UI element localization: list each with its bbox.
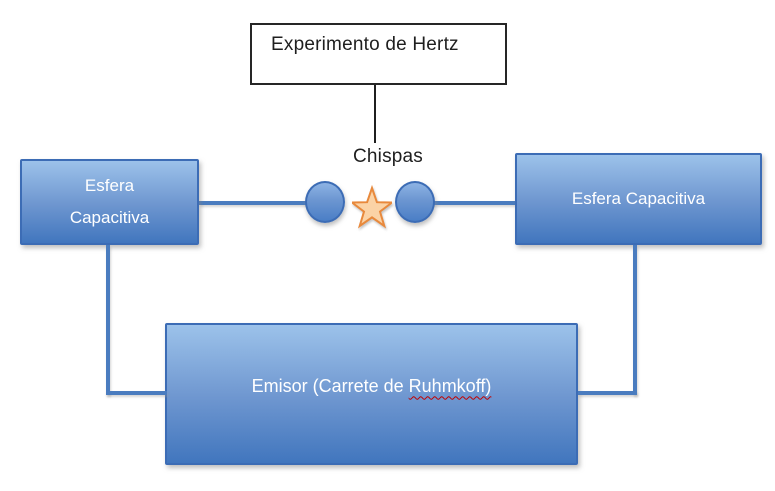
spark-sphere-left: [305, 181, 345, 223]
spark-label: Chispas: [352, 146, 424, 167]
left-capacitive-sphere-label: Esfera Capacitiva: [69, 176, 150, 227]
spark-star-icon: [352, 184, 392, 230]
emitter-misspelled-word: Ruhmkoff): [408, 375, 492, 396]
right-capacitive-sphere-label: Esfera Capacitiva: [571, 189, 706, 208]
title-label: Experimento de Hertz: [271, 34, 459, 55]
connector-right-horizontal: [578, 391, 637, 395]
spark-wire-right: [431, 201, 515, 205]
emitter-label-prefix: Emisor (Carrete de: [251, 375, 409, 396]
connector-left-vertical: [106, 245, 110, 395]
title-box: Experimento de Hertz: [250, 23, 507, 85]
left-capacitive-sphere-box: Esfera Capacitiva: [20, 159, 199, 245]
connector-left-horizontal: [106, 391, 167, 395]
emitter-label: Emisor (Carrete de Ruhmkoff): [252, 376, 492, 397]
spark-sphere-right: [395, 181, 435, 223]
right-capacitive-sphere-box: Esfera Capacitiva: [515, 153, 762, 245]
title-connector-line: [374, 85, 376, 143]
spark-wire-left: [199, 201, 309, 205]
connector-right-vertical: [633, 245, 637, 395]
emitter-box: Emisor (Carrete de Ruhmkoff): [165, 323, 578, 465]
